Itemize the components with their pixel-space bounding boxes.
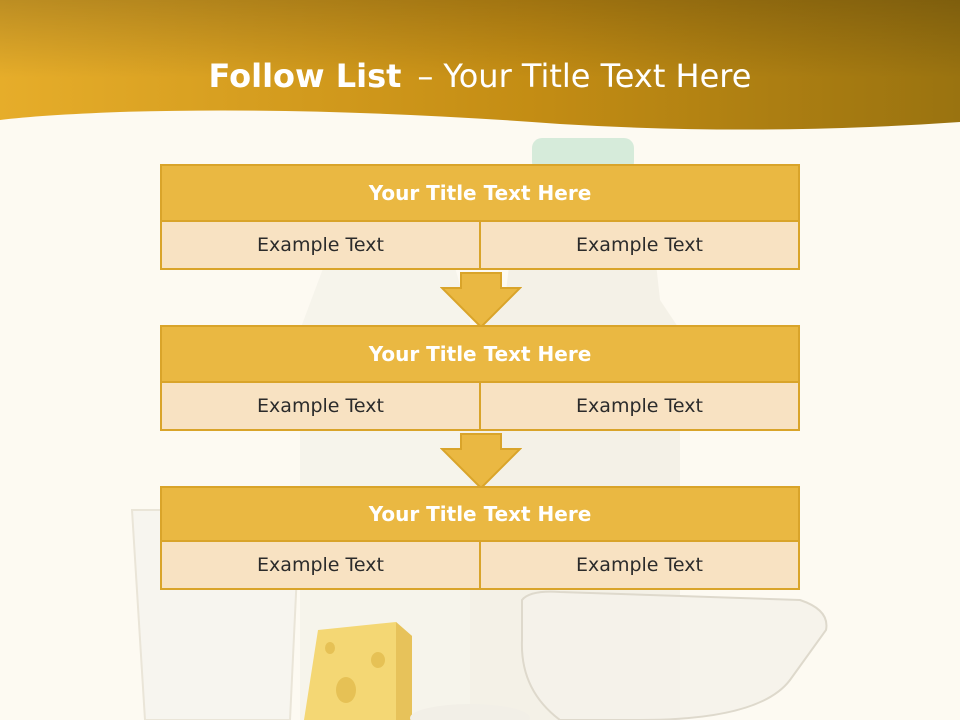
step-title[interactable]: Your Title Text Here <box>160 486 800 542</box>
step-cell-left[interactable]: Example Text <box>160 542 481 590</box>
step-title[interactable]: Your Title Text Here <box>160 325 800 383</box>
slide-title: Follow List–Your Title Text Here <box>0 54 960 98</box>
step-block-1: Your Title Text Here Example Text Exampl… <box>160 164 800 270</box>
step-title[interactable]: Your Title Text Here <box>160 164 800 222</box>
step-cell-right[interactable]: Example Text <box>481 383 800 431</box>
step-cell-left[interactable]: Example Text <box>160 222 481 270</box>
slide-title-dash: – <box>417 57 434 95</box>
down-arrow-icon <box>440 433 522 489</box>
step-block-2: Your Title Text Here Example Text Exampl… <box>160 325 800 431</box>
slide-title-rest: Your Title Text Here <box>443 57 752 95</box>
step-cell-left[interactable]: Example Text <box>160 383 481 431</box>
step-row: Example Text Example Text <box>160 542 800 590</box>
step-block-3: Your Title Text Here Example Text Exampl… <box>160 486 800 590</box>
step-cell-right[interactable]: Example Text <box>481 542 800 590</box>
step-cell-right[interactable]: Example Text <box>481 222 800 270</box>
slide-title-bold: Follow List <box>208 57 402 95</box>
step-row: Example Text Example Text <box>160 222 800 270</box>
step-row: Example Text Example Text <box>160 383 800 431</box>
down-arrow-icon <box>440 272 522 328</box>
header-band <box>0 0 960 130</box>
